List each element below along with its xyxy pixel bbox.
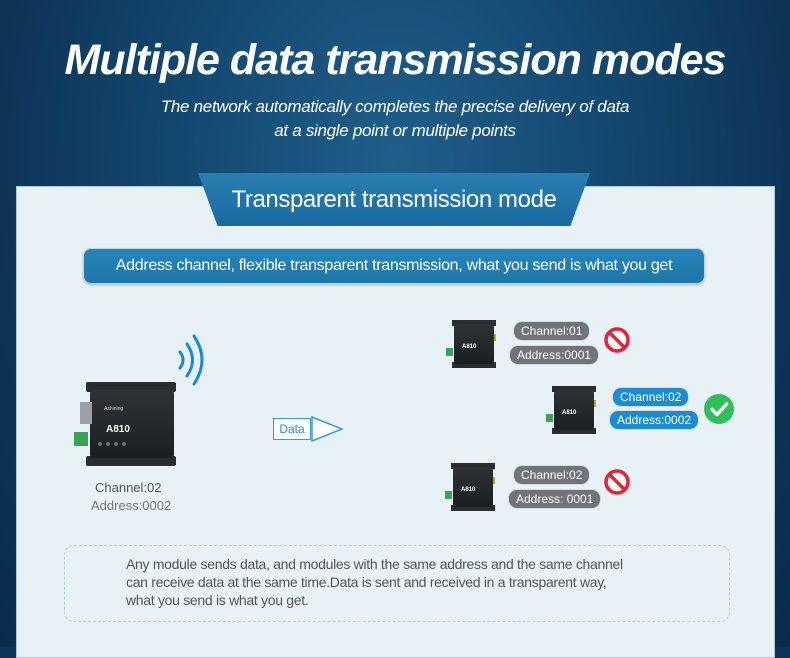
receiver-device-3: A810	[445, 461, 501, 513]
prohibited-icon	[604, 469, 630, 495]
receiver-2-address: Address:0002	[609, 410, 700, 430]
device-model: A810	[461, 487, 476, 493]
receiver-1-address: Address:0001	[509, 345, 600, 365]
device-model: A810	[562, 410, 577, 416]
subtitle-line-1: The network automatically completes the …	[160, 97, 630, 116]
source-address: Address:0002	[91, 498, 172, 513]
note-line-2: can receive data at the same time.Data i…	[126, 574, 607, 590]
receiver-device-1: A810	[446, 318, 502, 370]
receiver-device-2: A810	[546, 384, 602, 436]
data-label-box: Data	[273, 418, 311, 440]
wireless-signal-icon	[178, 334, 204, 386]
arrow-right-icon	[311, 415, 344, 443]
note-line-1: Any module sends data, and modules with …	[126, 556, 623, 572]
mode-title: Transparent transmission mode	[198, 173, 590, 226]
notes-box	[64, 545, 730, 622]
source-channel: Channel:02	[95, 480, 162, 495]
receiver-3-address: Address: 0001	[508, 489, 602, 509]
prohibited-icon	[604, 327, 630, 353]
receiver-1-channel: Channel:01	[513, 321, 591, 341]
receiver-2-channel: Channel:02	[612, 387, 690, 407]
device-model: A810	[462, 344, 477, 350]
subtitle-line-2: at a single point or multiple points	[274, 121, 516, 140]
page-title: Multiple data transmission modes	[64, 36, 727, 84]
note-line-3: what you send is what you get.	[126, 592, 309, 608]
device-brand: Ashining	[104, 406, 124, 412]
check-circle-icon	[704, 394, 734, 424]
device-model: A810	[106, 424, 130, 435]
mode-banner: Address channel, flexible transparent tr…	[83, 248, 705, 284]
source-device: Ashining A810	[72, 378, 190, 470]
receiver-3-channel: Channel:02	[513, 465, 591, 485]
